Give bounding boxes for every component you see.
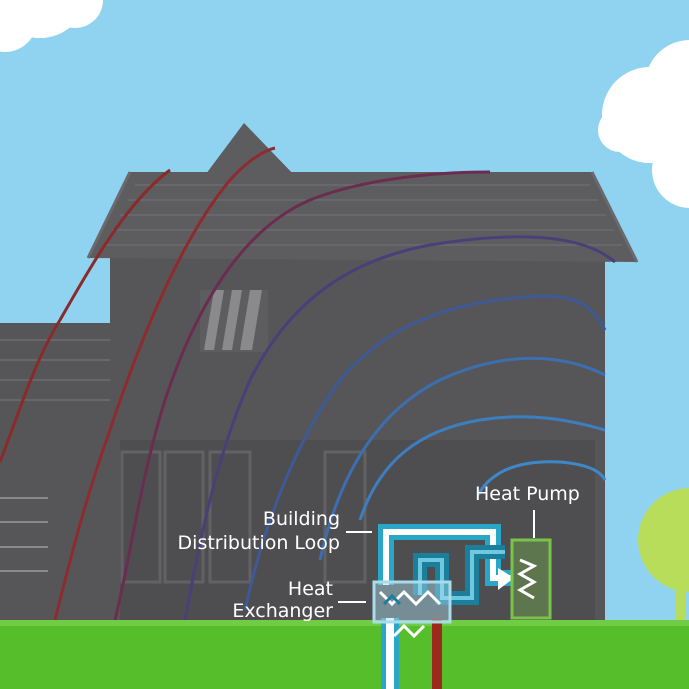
heat-exchanger-unit <box>372 580 452 639</box>
tree <box>638 488 689 620</box>
cloud-right <box>598 40 689 208</box>
ground <box>0 620 689 689</box>
cloud-top-left <box>0 0 103 52</box>
heat-exchanger-label-line1: Heat <box>288 578 333 600</box>
heat-pump-unit <box>510 538 552 620</box>
building-distribution-loop <box>378 524 514 605</box>
label-leader-lines <box>338 510 535 603</box>
building-loop-label-line1: Building <box>263 508 340 530</box>
gable-window <box>200 290 268 352</box>
heat-pump-label: Heat Pump <box>475 483 580 505</box>
heat-exchanger-label-line2: Exchanger <box>232 600 333 622</box>
lower-windows <box>120 450 367 584</box>
temperature-contours <box>0 146 616 621</box>
house <box>0 123 639 620</box>
building-loop-label-line2: Distribution Loop <box>178 532 340 554</box>
